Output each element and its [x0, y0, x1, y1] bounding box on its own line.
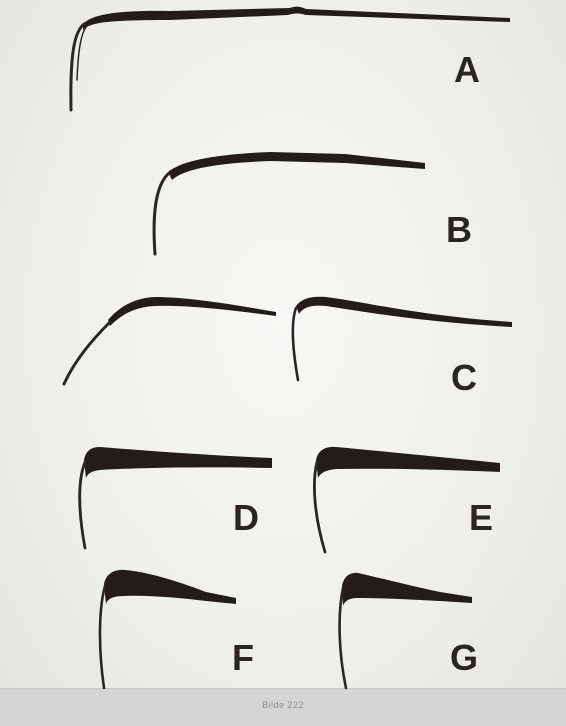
label-g: G: [450, 637, 478, 678]
curve-e-top: [316, 447, 500, 478]
curve-g-stem: [340, 588, 346, 688]
label-c: C: [451, 357, 477, 398]
curve-c-right-top: [296, 297, 512, 327]
curve-a-top: [83, 7, 510, 30]
curve-c-right-stem: [293, 308, 298, 380]
label-f: F: [232, 637, 254, 678]
label-e: E: [469, 497, 493, 538]
curve-d-stem: [80, 462, 85, 548]
curve-f: [100, 570, 236, 688]
curve-b: [154, 152, 425, 254]
curve-d-top: [84, 447, 272, 478]
curve-c-left-stem: [64, 322, 110, 384]
curve-g-top: [342, 573, 472, 606]
curve-c-left: [64, 297, 276, 384]
curve-a: [71, 7, 510, 110]
label-b: B: [446, 209, 472, 250]
label-a: A: [454, 49, 480, 90]
curve-b-top: [168, 152, 425, 180]
curve-c-right: [293, 297, 512, 380]
curve-b-stem: [154, 174, 168, 254]
curve-f-top: [104, 570, 236, 604]
curve-e-stem: [314, 462, 325, 552]
curve-c-left-top: [108, 297, 276, 326]
label-d: D: [233, 497, 259, 538]
curve-f-stem: [100, 586, 105, 688]
footer-caption: Bilde 222: [0, 700, 566, 710]
